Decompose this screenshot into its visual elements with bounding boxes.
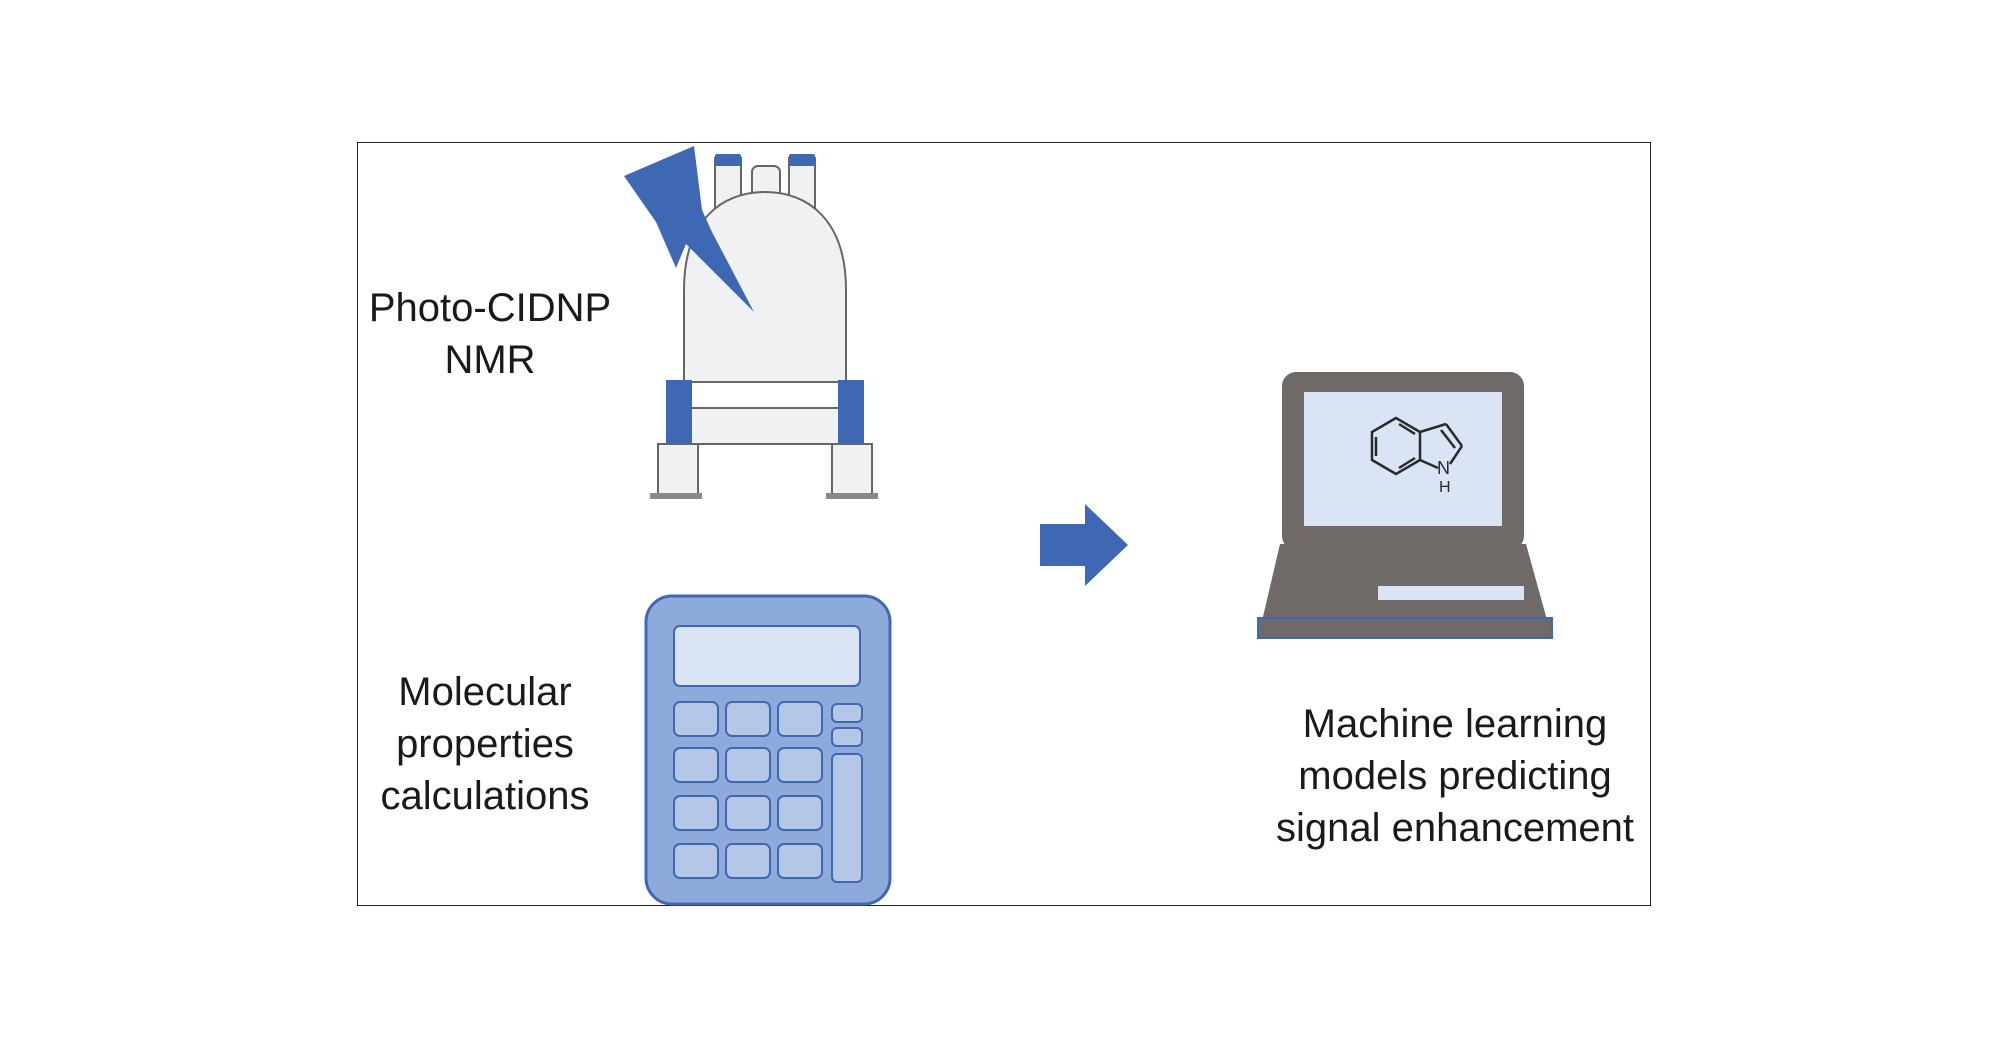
calc-label-line-2: properties — [396, 722, 574, 766]
calculator-icon — [644, 594, 892, 906]
nmr-label: Photo-CIDNP NMR — [355, 282, 625, 386]
calculations-label: Molecular properties calculations — [352, 666, 618, 822]
nmr-label-line-2: NMR — [444, 338, 536, 382]
nmr-spectrometer-icon — [650, 154, 878, 499]
right-arrow-icon — [1040, 504, 1128, 586]
calc-label-line-1: Molecular — [398, 670, 572, 714]
molecule-h-label: H — [1439, 479, 1451, 496]
lightning-bolt-icon — [624, 146, 754, 312]
machine-learning-label: Machine learning models predicting signa… — [1245, 698, 1665, 854]
laptop-icon — [1257, 372, 1553, 639]
indole-molecule-icon — [1370, 416, 1464, 476]
ml-label-line-2: models predicting — [1298, 754, 1612, 798]
ml-label-line-1: Machine learning — [1302, 702, 1608, 746]
ml-label-line-3: signal enhancement — [1275, 806, 1635, 850]
calc-label-line-3: calculations — [380, 774, 590, 818]
molecule-n-label: N — [1437, 458, 1450, 478]
nmr-label-line-1: Photo-CIDNP — [368, 286, 612, 330]
